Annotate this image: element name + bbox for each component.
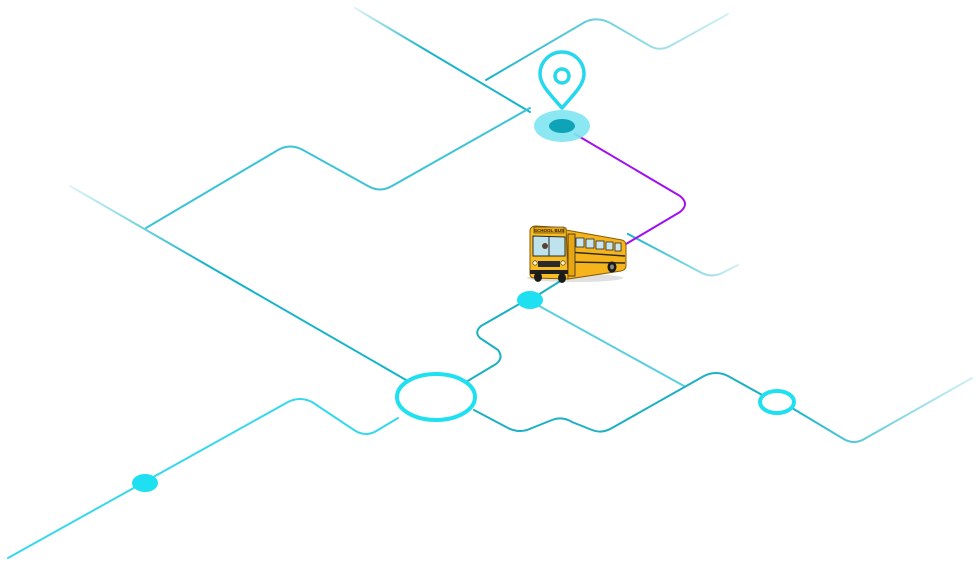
road-bottom-left bbox=[7, 398, 399, 559]
road-upper-left-branch bbox=[145, 107, 531, 229]
stop-node-bottom[interactable] bbox=[132, 474, 158, 492]
location-pin-icon[interactable] bbox=[538, 50, 586, 110]
road-node-to-right bbox=[531, 301, 685, 387]
road-bottom-wave bbox=[473, 372, 765, 433]
road-top-diagonal bbox=[354, 7, 531, 113]
road-top-right bbox=[485, 13, 729, 81]
stop-node-small[interactable] bbox=[517, 291, 543, 309]
active-route bbox=[574, 133, 686, 245]
road-network bbox=[7, 7, 973, 559]
route-nodes bbox=[132, 110, 796, 492]
road-center-to-node bbox=[465, 298, 529, 383]
destination-node[interactable] bbox=[549, 119, 575, 133]
stop-node-ring[interactable] bbox=[758, 389, 796, 415]
road-far-right bbox=[791, 377, 973, 443]
road-right-stub bbox=[627, 233, 739, 277]
hub-node-large[interactable] bbox=[395, 372, 477, 422]
bus-sign-text: SCHOOL BUS bbox=[534, 228, 564, 233]
road-long-diagonal bbox=[69, 185, 407, 381]
school-bus-icon[interactable]: SCHOOL BUS bbox=[527, 225, 627, 283]
